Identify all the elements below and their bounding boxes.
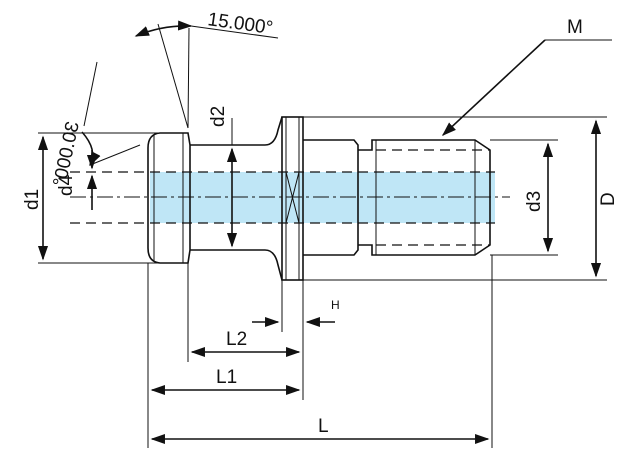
angle-tip-label: 15.000° <box>206 9 274 39</box>
stud-flange <box>281 116 304 281</box>
d1-label: d1 <box>22 189 43 210</box>
threaded-shank <box>358 139 491 256</box>
extension-lines <box>38 116 607 448</box>
thread-label: M <box>567 17 583 38</box>
bore-hidden-lines <box>70 171 495 224</box>
stud-neck <box>190 116 283 281</box>
H-label: H <box>331 298 340 312</box>
stud-collar <box>303 139 359 256</box>
d2-label: d2 <box>208 106 229 127</box>
d4-label: d4 <box>56 174 77 196</box>
L-label: L <box>318 416 329 437</box>
L1-label: L1 <box>216 367 237 388</box>
d3-label: d3 <box>524 191 545 212</box>
thread-leader <box>441 39 612 136</box>
angle-annotations <box>81 20 279 167</box>
D-label: D <box>598 192 619 206</box>
stud-head <box>147 132 191 264</box>
L2-label: L2 <box>226 329 247 350</box>
